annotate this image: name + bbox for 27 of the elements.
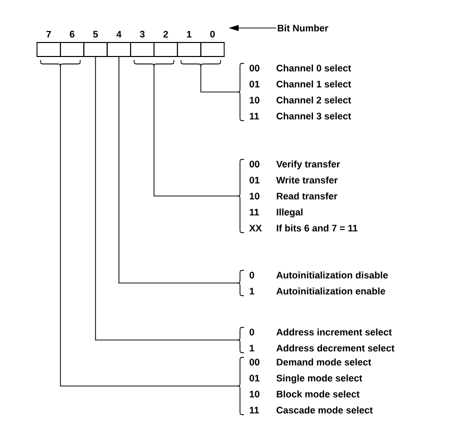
bit-cell: 2 bbox=[154, 30, 178, 57]
bracket-connector bbox=[134, 60, 244, 234]
bracket-connector bbox=[95, 56, 244, 354]
description-list: 00 Verify transfer 01 Write transfer 10 Read transfer 11 Illegal XX If bits 6 and 7 = 11 bbox=[249, 160, 358, 232]
node-label: 4 bbox=[116, 30, 122, 38]
bracket-connector bbox=[118, 56, 244, 296]
description-list: 0 Address increment select 1 Address decrement select bbox=[250, 328, 394, 352]
bit-cell: 3 bbox=[130, 30, 154, 57]
bit-cell: 1 bbox=[176, 30, 202, 57]
node-label: 1 bbox=[187, 30, 192, 38]
node-label: 0 bbox=[210, 30, 215, 38]
bit-cell: 6 bbox=[60, 30, 84, 57]
node-label: 6 bbox=[70, 30, 74, 38]
bracket-connector bbox=[180, 60, 244, 122]
bit-cell: 4 bbox=[106, 30, 132, 57]
bit-number-label: Bit Number bbox=[278, 24, 328, 32]
bit-cell: 7 bbox=[36, 30, 61, 57]
node-label: 3 bbox=[140, 30, 145, 38]
node-label: 7 bbox=[46, 30, 51, 38]
bracket-connector bbox=[40, 60, 244, 416]
description-list: 00 Demand mode select 01 Single mode select 10 Block mode select 11 Cascade mode select bbox=[250, 358, 373, 414]
node-label: 5 bbox=[93, 30, 98, 38]
description-list: 00 Channel 0 select 01 Channel 1 select 10 Channel 2 select 11 Channel 3 select bbox=[250, 64, 352, 120]
description-list: 0 Autoinitialization disable 1 Autoinitialization enable bbox=[250, 272, 388, 294]
node-label: 2 bbox=[163, 30, 168, 38]
bit-cell: 0 bbox=[200, 30, 225, 57]
bit-cell: 5 bbox=[83, 30, 108, 57]
